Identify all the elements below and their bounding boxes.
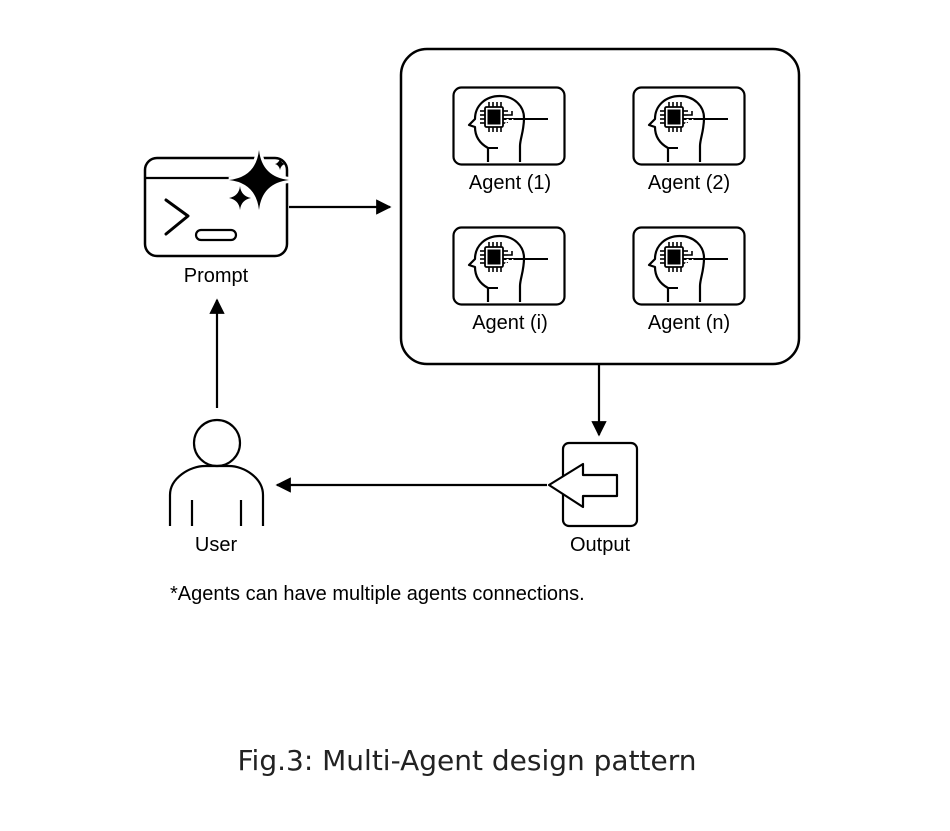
ai-head-icon: AI [632,226,746,306]
terminal-sparkle-icon [143,149,290,258]
svg-text:AI: AI [684,258,694,269]
figure-caption: Fig.3: Multi-Agent design pattern [237,744,697,777]
agent-2-label: Agent (2) [647,172,731,194]
user-label: User [194,534,238,556]
svg-text:AI: AI [504,118,514,129]
output-label: Output [569,534,631,556]
agent-n-label: Agent (n) [647,312,731,334]
ai-head-icon: AI [632,86,746,166]
ai-head-icon: AI [452,86,566,166]
ai-head-icon: AI [452,226,566,306]
output-arrow-icon [547,441,639,528]
svg-text:AI: AI [504,258,514,269]
user-icon [168,418,265,526]
diagram-note: *Agents can have multiple agents connect… [170,583,585,605]
agent-1-label: Agent (1) [468,172,552,194]
edges [209,199,607,493]
svg-text:AI: AI [684,118,694,129]
prompt-label: Prompt [183,265,249,287]
agent-i-label: Agent (i) [472,312,548,334]
